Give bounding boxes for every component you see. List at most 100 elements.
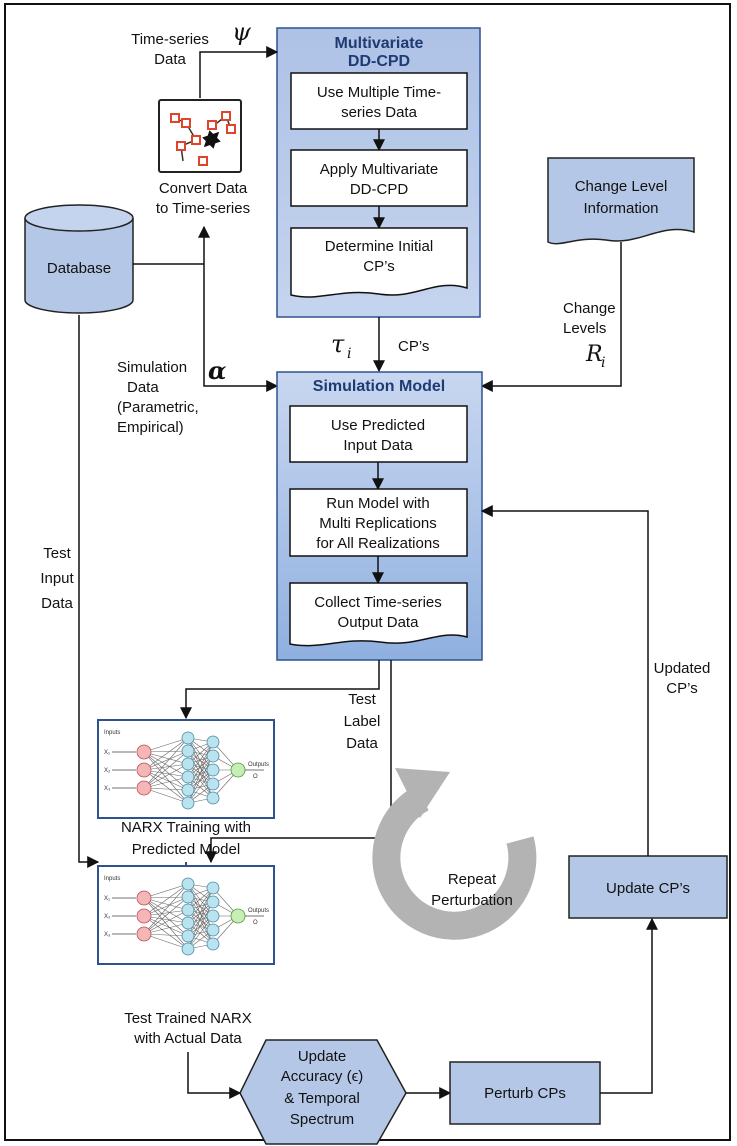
test-input-label-1: Test (43, 545, 71, 562)
hidden-neuron (181, 796, 195, 810)
database-cylinder: Database (24, 204, 134, 314)
narx-test-label-2: with Actual Data (133, 1030, 242, 1047)
sim-step-2: Run Model with Multi Replications for Al… (289, 488, 468, 557)
hidden-neuron (206, 895, 220, 909)
hidden-neuron (206, 791, 220, 805)
hidden-neuron (181, 916, 195, 930)
hidden-neuron (181, 757, 195, 771)
output-neuron (230, 762, 246, 778)
nn-outputs-label: Outputs (248, 908, 269, 914)
database-label: Database (47, 260, 111, 277)
nn-x2-label: X₂ (104, 768, 111, 774)
psi-symbol: ψ (232, 18, 252, 46)
time-series-label-2: Data (154, 51, 186, 68)
hidden-neuron (181, 942, 195, 956)
svg-text:CP’s: CP’s (363, 258, 394, 275)
cpd-block: Multivariate DD-CPD Use Multiple Time- s… (276, 27, 481, 318)
svg-text:Determine Initial: Determine Initial (325, 238, 433, 255)
input-neuron (136, 762, 152, 778)
test-label-3: Data (346, 735, 378, 752)
nn-x3-label: X₃ (104, 786, 111, 792)
hidden-neuron (181, 770, 195, 784)
svg-text:Collect Time-series: Collect Time-series (314, 594, 442, 611)
cpd-step-3-document: Determine Initial CP’s (290, 227, 468, 298)
test-input-label-2: Input (40, 570, 74, 587)
nn-outputs-label: Outputs (248, 762, 269, 768)
input-neuron (136, 744, 152, 760)
svg-text:Run Model with: Run Model with (326, 495, 429, 512)
svg-text:DD-CPD: DD-CPD (350, 181, 408, 198)
hidden-neuron (206, 881, 220, 895)
input-neuron (136, 926, 152, 942)
input-neuron (136, 908, 152, 924)
svg-text:Output Data: Output Data (338, 614, 420, 631)
repeat-label-1: Repeat (448, 871, 497, 888)
svg-text:Apply Multivariate: Apply Multivariate (320, 161, 438, 178)
sim-data-label-3: (Parametric, (117, 399, 199, 416)
hidden-neuron (206, 909, 220, 923)
change-level-label-1: Change Level (575, 178, 668, 195)
svg-text:R: R (585, 342, 603, 367)
nn-x3-label: X₃ (104, 932, 111, 938)
updated-cps-label-2: CP’s (666, 680, 697, 697)
hidden-neuron (181, 744, 195, 758)
hidden-neuron (206, 923, 220, 937)
svg-text:i: i (347, 346, 351, 362)
input-neuron (136, 780, 152, 796)
hidden-neuron (181, 890, 195, 904)
nn-o-label: O (253, 774, 258, 780)
svg-text:for All Realizations: for All Realizations (316, 535, 439, 552)
sim-step-3-document: Collect Time-series Output Data (289, 582, 468, 647)
convert-label-2: to Time-series (156, 200, 250, 217)
cpd-step-2: Apply Multivariate DD-CPD (290, 149, 468, 207)
test-label-1: Test (348, 691, 376, 708)
svg-text:τ: τ (331, 330, 345, 358)
accuracy-label-3: & Temporal (284, 1090, 360, 1107)
tau-symbol: τ i (331, 330, 351, 362)
input-neuron (136, 890, 152, 906)
accuracy-label-1: Update (298, 1048, 346, 1065)
perturb-cps-box: Perturb CPs (449, 1061, 601, 1125)
narx-test-label-1: Test Trained NARX (124, 1010, 252, 1027)
test-input-label-3: Data (41, 595, 73, 612)
hidden-neuron (206, 763, 220, 777)
svg-text:i: i (601, 355, 605, 371)
hidden-neuron (206, 777, 220, 791)
perturb-cps-label: Perturb CPs (484, 1085, 566, 1102)
change-level-document: Change Level Information (547, 157, 695, 245)
accuracy-label-2: Accuracy (ϵ) (281, 1068, 363, 1085)
svg-text:Multi Replications: Multi Replications (319, 515, 437, 532)
accuracy-hexagon: Update Accuracy (ϵ) & Temporal Spectrum (239, 1039, 407, 1145)
svg-text:Use Predicted: Use Predicted (331, 417, 425, 434)
nn-x1-label: X₁ (104, 896, 110, 902)
simulation-model-block: Simulation Model Use Predicted Input Dat… (276, 371, 483, 661)
hidden-neuron (181, 877, 195, 891)
simulation-model-title: Simulation Model (313, 378, 445, 395)
nn-x2-label: X₂ (104, 914, 111, 920)
convert-data-icon (158, 99, 242, 173)
cpd-title-2: DD-CPD (348, 53, 410, 70)
nn-x1-label: X₁ (104, 750, 110, 756)
sim-step-1: Use Predicted Input Data (289, 405, 468, 463)
hidden-neuron (206, 937, 220, 951)
time-series-label-1: Time-series (131, 31, 209, 48)
sim-data-label-1: Simulation (117, 359, 187, 376)
cp-label: CP’s (398, 338, 429, 355)
update-cps-label: Update CP’s (606, 880, 690, 897)
sim-data-label-2: Data (127, 379, 159, 396)
r-symbol: R i (585, 342, 605, 371)
cpd-title-1: Multivariate (335, 35, 424, 52)
svg-text:Input Data: Input Data (343, 437, 413, 454)
output-neuron (230, 908, 246, 924)
alpha-symbol: α (208, 356, 226, 385)
hidden-neuron (181, 731, 195, 745)
nn-o-label: O (253, 920, 258, 926)
svg-text:series Data: series Data (341, 104, 418, 121)
hidden-neuron (181, 929, 195, 943)
sim-data-label-4: Empirical) (117, 419, 184, 436)
change-levels-label-1: Change (563, 300, 616, 317)
accuracy-label-4: Spectrum (290, 1111, 354, 1128)
update-cps-box: Update CP’s (568, 855, 728, 919)
